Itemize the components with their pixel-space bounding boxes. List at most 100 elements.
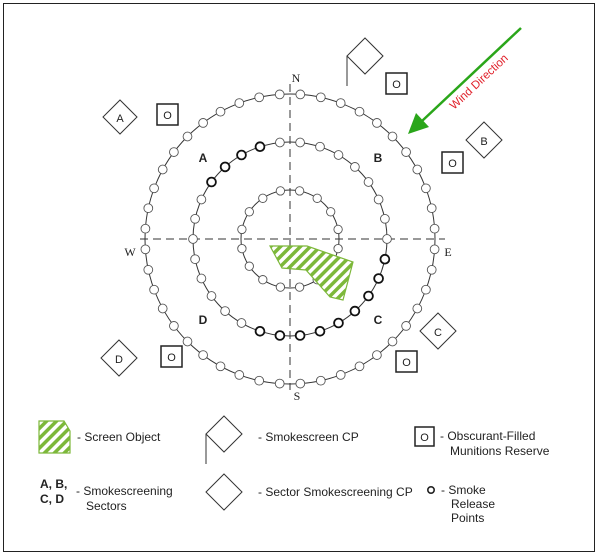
wind-arrow-head bbox=[408, 113, 429, 134]
reserve-box-se-label: O bbox=[402, 357, 411, 369]
release-point-middle bbox=[196, 194, 207, 205]
release-point-outer bbox=[140, 244, 151, 255]
release-point-middle bbox=[380, 213, 390, 224]
release-point-outer bbox=[429, 223, 440, 234]
reserve-box-e: O bbox=[441, 151, 464, 174]
release-point-inner bbox=[275, 186, 286, 196]
release-point-outer bbox=[426, 203, 437, 214]
release-point-inner bbox=[244, 261, 254, 271]
release-point-middle bbox=[236, 318, 247, 328]
reserve-box-se: O bbox=[395, 350, 418, 373]
legend-sector-cp-icon bbox=[205, 473, 243, 511]
release-point-inner bbox=[333, 243, 343, 254]
release-point-middle bbox=[190, 254, 200, 265]
release-point-middle bbox=[188, 234, 198, 244]
legend-smokescreen-cp-text: - Smokescreen CP bbox=[258, 430, 359, 444]
release-point-inner bbox=[294, 282, 305, 292]
release-point-inner bbox=[333, 224, 343, 235]
legend-reserve-icon: O bbox=[414, 426, 435, 447]
legend-release-text-1: - Smoke bbox=[441, 483, 486, 497]
sector-cp-c-label: C bbox=[434, 327, 442, 339]
release-point-middle bbox=[295, 137, 305, 148]
legend-reserve-icon-label: O bbox=[420, 432, 429, 444]
release-point-outer bbox=[182, 336, 193, 347]
legend-smokescreen-cp-icon bbox=[205, 415, 243, 464]
release-point-outer bbox=[295, 89, 306, 100]
release-point-inner bbox=[275, 282, 286, 292]
screen-object bbox=[268, 245, 354, 301]
release-point-outer bbox=[140, 223, 151, 234]
release-point-outer bbox=[143, 264, 154, 275]
release-point-outer bbox=[421, 284, 431, 295]
compass-south: S bbox=[294, 389, 301, 403]
release-point-outer bbox=[421, 183, 431, 194]
release-point-outer bbox=[387, 131, 398, 142]
release-point-inner bbox=[237, 243, 247, 254]
release-point-inner bbox=[326, 207, 336, 217]
legend-release-point-icon bbox=[426, 485, 435, 494]
reserve-box-nw-label: O bbox=[163, 110, 172, 122]
release-point-outer bbox=[157, 164, 168, 175]
release-point-outer bbox=[401, 147, 411, 157]
sector-cp-d-label: D bbox=[115, 354, 123, 366]
release-point-middle bbox=[236, 149, 247, 161]
sector-cp-a-label: A bbox=[116, 113, 124, 125]
legend-release-text-3: Points bbox=[451, 511, 484, 525]
release-point-middle bbox=[190, 213, 200, 224]
release-point-outer bbox=[169, 147, 179, 157]
release-point-middle bbox=[314, 325, 326, 337]
release-point-middle bbox=[254, 141, 266, 153]
release-point-outer bbox=[198, 350, 208, 360]
release-point-outer bbox=[198, 118, 208, 128]
release-point-outer bbox=[354, 106, 365, 117]
compass-west: W bbox=[124, 245, 136, 259]
sector-cp-c: C bbox=[419, 312, 457, 350]
release-point-outer bbox=[274, 378, 285, 389]
release-point-middle bbox=[363, 177, 374, 187]
release-point-outer bbox=[149, 183, 159, 194]
reserve-box-e-label: O bbox=[448, 158, 457, 170]
release-point-middle bbox=[206, 176, 217, 188]
release-point-outer bbox=[354, 361, 365, 372]
release-point-outer bbox=[335, 98, 346, 108]
release-point-outer bbox=[254, 92, 265, 103]
release-point-outer bbox=[254, 375, 265, 386]
release-point-middle bbox=[219, 161, 231, 173]
release-point-middle bbox=[382, 234, 392, 244]
release-point-outer bbox=[143, 203, 154, 214]
release-point-outer bbox=[315, 92, 326, 103]
reserve-box-sw-label: O bbox=[167, 352, 176, 364]
release-point-middle bbox=[294, 330, 306, 341]
release-point-middle bbox=[254, 325, 266, 337]
sector-label-a: A bbox=[199, 151, 208, 165]
sector-label-c: C bbox=[374, 313, 383, 327]
release-point-outer bbox=[412, 164, 423, 175]
legend-sectors-text-2: Sectors bbox=[86, 499, 127, 513]
release-point-middle bbox=[206, 291, 217, 301]
release-point-inner bbox=[258, 275, 268, 285]
sector-cp-b-label: B bbox=[480, 136, 487, 148]
release-point-inner bbox=[237, 224, 247, 235]
release-point-outer bbox=[372, 118, 382, 128]
sector-cp-d: D bbox=[100, 339, 138, 377]
release-point-middle bbox=[373, 273, 384, 284]
release-point-middle bbox=[373, 194, 384, 205]
reserve-box-sw: O bbox=[160, 345, 183, 368]
reserve-box-n: O bbox=[385, 72, 408, 95]
release-point-middle bbox=[315, 141, 325, 152]
release-point-outer bbox=[429, 244, 440, 255]
release-point-middle bbox=[349, 305, 361, 317]
release-point-outer bbox=[372, 350, 382, 360]
release-point-outer bbox=[274, 89, 285, 100]
legend-screen-object-swatch bbox=[38, 420, 71, 454]
release-point-inner bbox=[294, 186, 305, 196]
release-point-middle bbox=[274, 330, 286, 341]
release-point-middle bbox=[333, 317, 344, 329]
release-point-inner bbox=[244, 207, 254, 217]
release-point-outer bbox=[215, 106, 226, 117]
release-point-outer bbox=[215, 361, 226, 372]
release-point-outer bbox=[387, 336, 398, 347]
legend-release-text-2: Release bbox=[451, 497, 495, 511]
release-point-outer bbox=[169, 321, 179, 331]
